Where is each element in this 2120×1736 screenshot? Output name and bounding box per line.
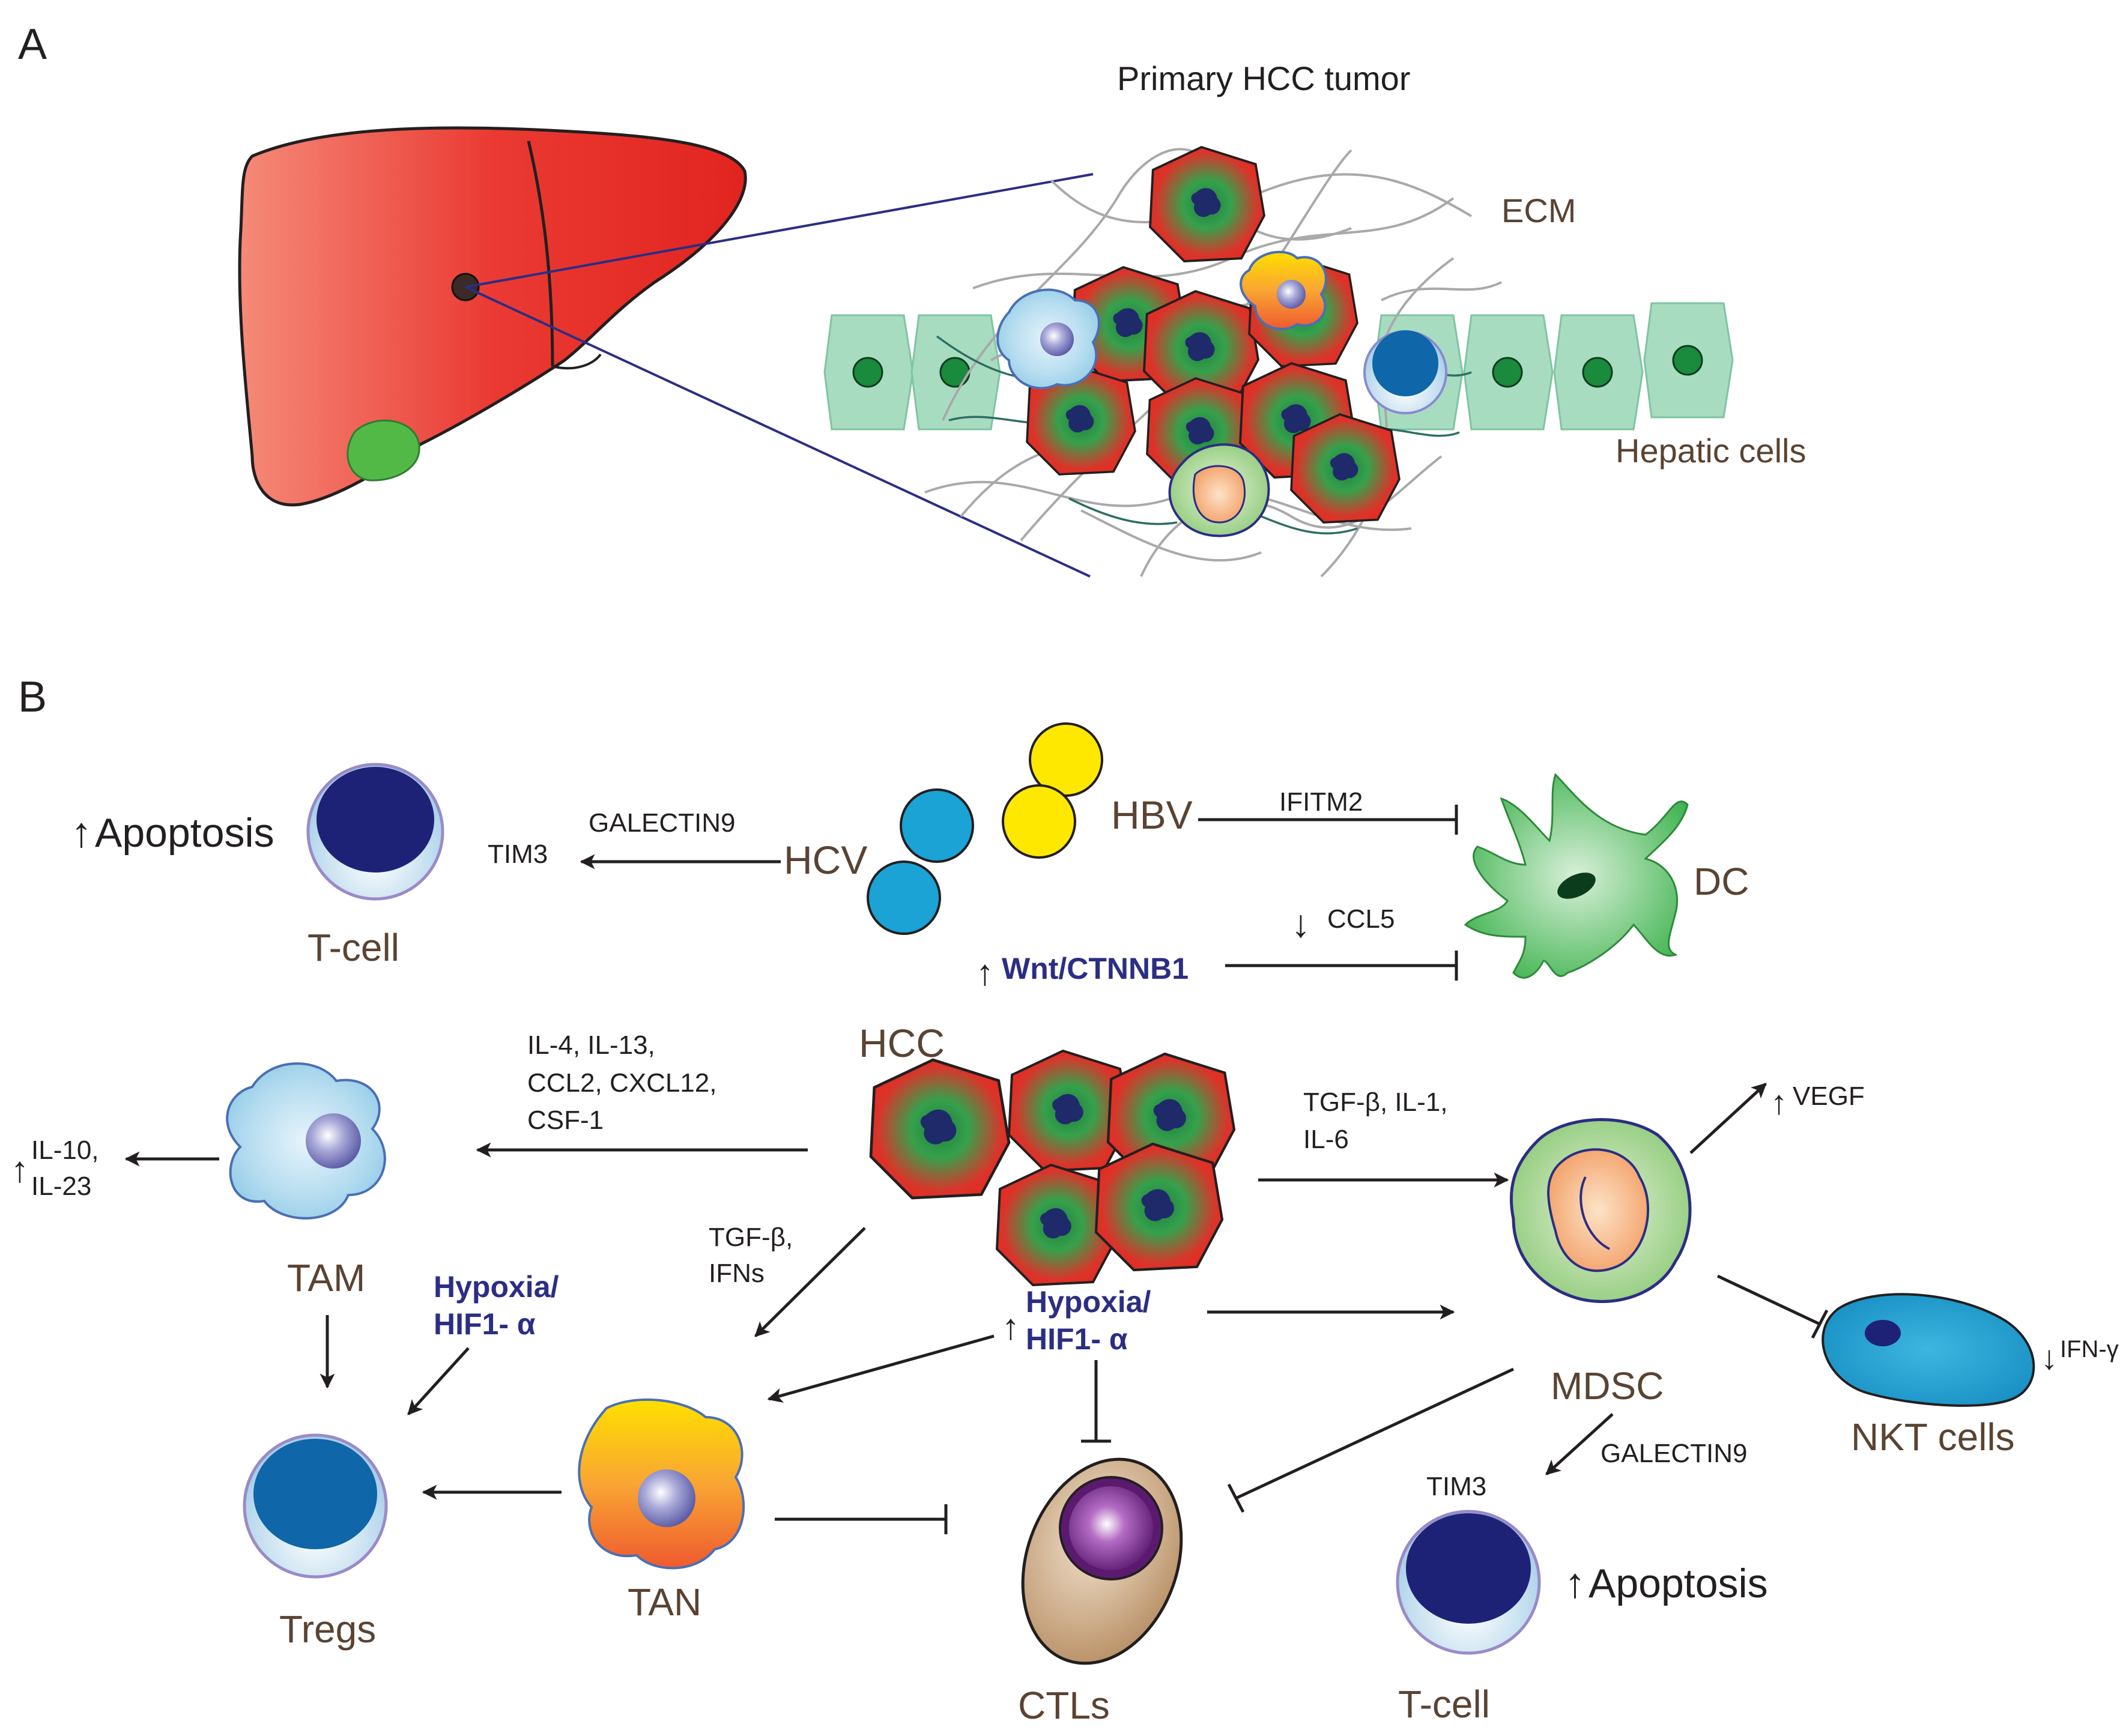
wnt-label: Wnt/CTNNB1: [1002, 952, 1189, 985]
il23-label: IL-23: [31, 1172, 91, 1201]
tam-cytokines-line2: CCL2, CXCL12,: [527, 1068, 716, 1098]
apoptosis-right-label: Apoptosis: [1588, 1561, 1768, 1606]
tam-cytokines-line1: IL-4, IL-13,: [527, 1030, 655, 1060]
hcv-particle-1: [900, 788, 974, 863]
tam-cell-b: [226, 1062, 386, 1220]
t-cell-a: [1363, 330, 1447, 414]
mdsc-cell-b: [1509, 1118, 1692, 1303]
t-cell-top-label: T-cell: [307, 926, 399, 969]
ifn-gamma-label: IFN-γ: [2060, 1336, 2119, 1362]
mdsc-inhibits-ctl: [1235, 1367, 1515, 1500]
tgf-ifns-line2: IFNs: [709, 1259, 765, 1288]
hcc-cluster-b: [871, 1050, 1234, 1286]
tregs-label: Tregs: [279, 1607, 376, 1651]
dc-label: DC: [1694, 860, 1749, 903]
panel-label-b: B: [18, 673, 47, 721]
mdsc-cytokines-line2: IL-6: [1303, 1125, 1349, 1154]
mdsc-cell-a: [1168, 443, 1270, 537]
galectin9-bottom-label: GALECTIN9: [1601, 1439, 1748, 1468]
panel-label-a: A: [18, 20, 47, 68]
il10-label: IL-10,: [31, 1136, 99, 1165]
t-cell-top: [306, 763, 444, 901]
ifitm2-label: IFITM2: [1279, 787, 1363, 817]
hypoxia-left-line1: Hypoxia/: [434, 1270, 559, 1304]
mdsc-cytokines-line1: TGF-β, IL-1,: [1303, 1087, 1447, 1117]
tumor-microenvironment: [823, 146, 1734, 578]
mdsc-inhibits-nkt: [1716, 1274, 1821, 1326]
tam-cytokines-line3: CSF-1: [527, 1105, 604, 1135]
up-arrow-il10: ↑: [11, 1149, 29, 1190]
ccl5-label: CCL5: [1327, 904, 1395, 934]
tim3-top-label: TIM3: [488, 839, 548, 869]
up-arrow-hypoxia-center: ↑: [1002, 1307, 1020, 1347]
down-arrow-ccl5: ↓: [1291, 902, 1310, 945]
tan-label: TAN: [628, 1580, 701, 1624]
t-cell-bottom: [1396, 1510, 1541, 1655]
liver-illustration: [238, 126, 1094, 578]
liver: [238, 126, 747, 507]
hcc-to-tan-arrow-1: [754, 1227, 866, 1337]
apoptosis-left-label: Apoptosis: [95, 810, 274, 856]
hepatocytes-left: [823, 314, 1001, 431]
hypoxia-center-line2: HIF1- α: [1026, 1322, 1128, 1356]
tam-label: TAM: [287, 1256, 365, 1299]
hypoxia-center-line1: Hypoxia/: [1026, 1285, 1151, 1319]
hbv-label: HBV: [1111, 793, 1193, 837]
hypoxia-to-tan-arrow: [767, 1334, 995, 1403]
vegf-label: VEGF: [1793, 1081, 1865, 1111]
up-arrow-apoptosis-left: ↑: [71, 809, 92, 856]
tumor-title: Primary HCC tumor: [1117, 59, 1410, 97]
hbv-particle-1: [1029, 722, 1103, 797]
up-arrow-apoptosis-right: ↑: [1564, 1559, 1585, 1606]
hypoxia-left-line2: HIF1- α: [434, 1307, 536, 1341]
hcc-label: HCC: [859, 1021, 945, 1065]
ecm-label: ECM: [1501, 192, 1576, 229]
t-cell-bottom-label: T-cell: [1398, 1683, 1490, 1726]
down-arrow-ifn-gamma: ↓: [2041, 1338, 2058, 1376]
nkt-label: NKT cells: [1851, 1415, 2015, 1459]
mdsc-to-vegf-arrow: [1689, 1083, 1767, 1154]
tan-cell-a: [1240, 250, 1327, 331]
hcv-particle-2: [867, 860, 941, 935]
tgf-ifns-line1: TGF-β,: [709, 1223, 793, 1252]
tam-cell-a: [996, 288, 1100, 390]
up-arrow-wnt: ↑: [976, 952, 994, 993]
treg-cell: [243, 1433, 388, 1579]
dendritic-cell: [1464, 773, 1689, 979]
nkt-cell: [1822, 1293, 2035, 1407]
ctl-cell: [1021, 1457, 1183, 1665]
hepatic-cells-label: Hepatic cells: [1616, 432, 1806, 470]
hbv-particle-2: [1002, 784, 1076, 859]
ctls-label: CTLs: [1018, 1684, 1110, 1727]
galectin9-top-label: GALECTIN9: [589, 808, 736, 838]
virus-particles: [867, 722, 1103, 935]
gallbladder: [347, 419, 420, 482]
up-arrow-vegf: ↑: [1770, 1083, 1787, 1121]
hypoxia-to-tregs-arrow: [407, 1347, 470, 1415]
tim3-bottom-label: TIM3: [1426, 1472, 1486, 1501]
hcv-label: HCV: [784, 838, 867, 882]
tan-cell-b: [578, 1398, 745, 1570]
mdsc-label: MDSC: [1551, 1364, 1664, 1408]
mdsc-to-tcell-arrow: [1545, 1413, 1614, 1475]
